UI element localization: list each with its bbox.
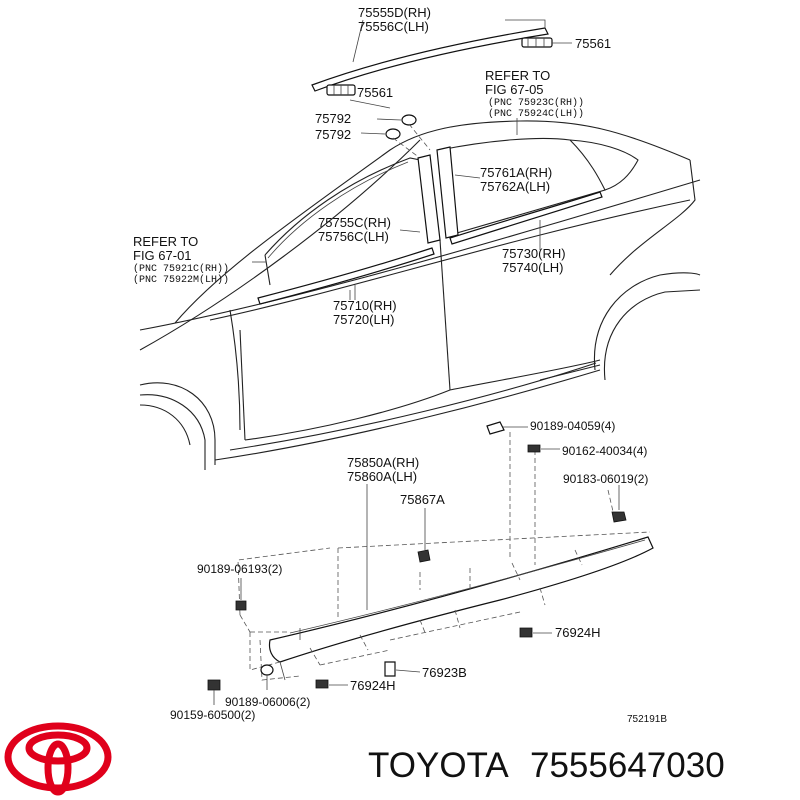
callout-label: 75792 bbox=[315, 127, 351, 142]
callout-label: 75756C(LH) bbox=[318, 229, 389, 244]
callout-label: 75762A(LH) bbox=[480, 179, 550, 194]
clip-75561-lower bbox=[326, 84, 391, 109]
callout-label: 75556C(LH) bbox=[358, 19, 429, 34]
roof-molding bbox=[311, 19, 549, 92]
car-body-outline bbox=[139, 120, 701, 470]
fastener-90189-06193 bbox=[235, 578, 247, 611]
callout-label: (PNC 75921C(RH)) bbox=[133, 263, 229, 275]
fastener-90162-40034 bbox=[527, 444, 560, 453]
clip-76924H-left bbox=[315, 679, 348, 689]
pillar-garnish-front bbox=[417, 154, 441, 244]
fastener-90183-06019 bbox=[611, 485, 627, 523]
clip-75561-upper bbox=[521, 37, 572, 48]
callout-label: 90189-04059(4) bbox=[530, 419, 615, 433]
callout-label: 76924H bbox=[555, 625, 601, 640]
toyota-logo-icon bbox=[4, 722, 112, 796]
callout-label: 75755C(RH) bbox=[318, 215, 391, 230]
callout-label: 752191B bbox=[627, 714, 667, 725]
callout-label: 90162-40034(4) bbox=[562, 444, 647, 458]
callout-label: 75561 bbox=[575, 36, 611, 51]
fastener-90189-04059 bbox=[486, 421, 528, 435]
callout-label: REFER TO bbox=[133, 234, 198, 249]
callout-label: 75720(LH) bbox=[333, 312, 394, 327]
callout-label: 76923B bbox=[422, 665, 467, 680]
cap-75792 bbox=[360, 114, 431, 159]
callout-label: 76924H bbox=[350, 678, 396, 693]
callout-label: 90159-60500(2) bbox=[170, 708, 255, 722]
callout-label: 90183-06019(2) bbox=[563, 472, 648, 486]
callout-label: (PNC 75924C(LH)) bbox=[488, 108, 584, 120]
brand-name: TOYOTA bbox=[368, 746, 509, 785]
upper-leader-lines bbox=[349, 118, 518, 300]
callout-label: 75860A(LH) bbox=[347, 469, 417, 484]
callout-label: 90189-06006(2) bbox=[225, 695, 310, 709]
fastener-90189-06006 bbox=[260, 664, 274, 690]
fastener-90159-60500 bbox=[207, 679, 221, 705]
clip-76923B bbox=[384, 661, 421, 677]
callout-label: FIG 67-05 bbox=[485, 82, 544, 97]
callout-label: 75710(RH) bbox=[333, 298, 397, 313]
callout-label: 75850A(RH) bbox=[347, 455, 419, 470]
pillar-garnish-rear bbox=[436, 146, 481, 239]
part-number: 7555647030 bbox=[530, 746, 725, 785]
rocker-panel bbox=[237, 432, 654, 681]
callout-label: 75561 bbox=[357, 85, 393, 100]
front-window-frame-molding bbox=[252, 161, 409, 263]
callout-label: FIG 67-01 bbox=[133, 248, 192, 263]
callout-label: REFER TO bbox=[485, 68, 550, 83]
front-belt-molding bbox=[257, 247, 435, 305]
callout-label: 90189-06193(2) bbox=[197, 562, 282, 576]
callout-label: 75740(LH) bbox=[502, 260, 563, 275]
rear-belt-molding bbox=[449, 191, 603, 250]
callout-label: 75730(RH) bbox=[502, 246, 566, 261]
callout-label: 75867A bbox=[400, 492, 445, 507]
callout-label: (PNC 75922M(LH)) bbox=[133, 274, 229, 286]
clip-76924H-right bbox=[519, 627, 552, 638]
callout-label: (PNC 75923C(RH)) bbox=[488, 97, 584, 109]
callout-labels: 75555D(RH)75556C(LH) 75561 75561 7579275792… bbox=[133, 5, 667, 725]
callout-label: 75761A(RH) bbox=[480, 165, 552, 180]
callout-label: 75792 bbox=[315, 111, 351, 126]
callout-label: 75555D(RH) bbox=[358, 5, 431, 20]
